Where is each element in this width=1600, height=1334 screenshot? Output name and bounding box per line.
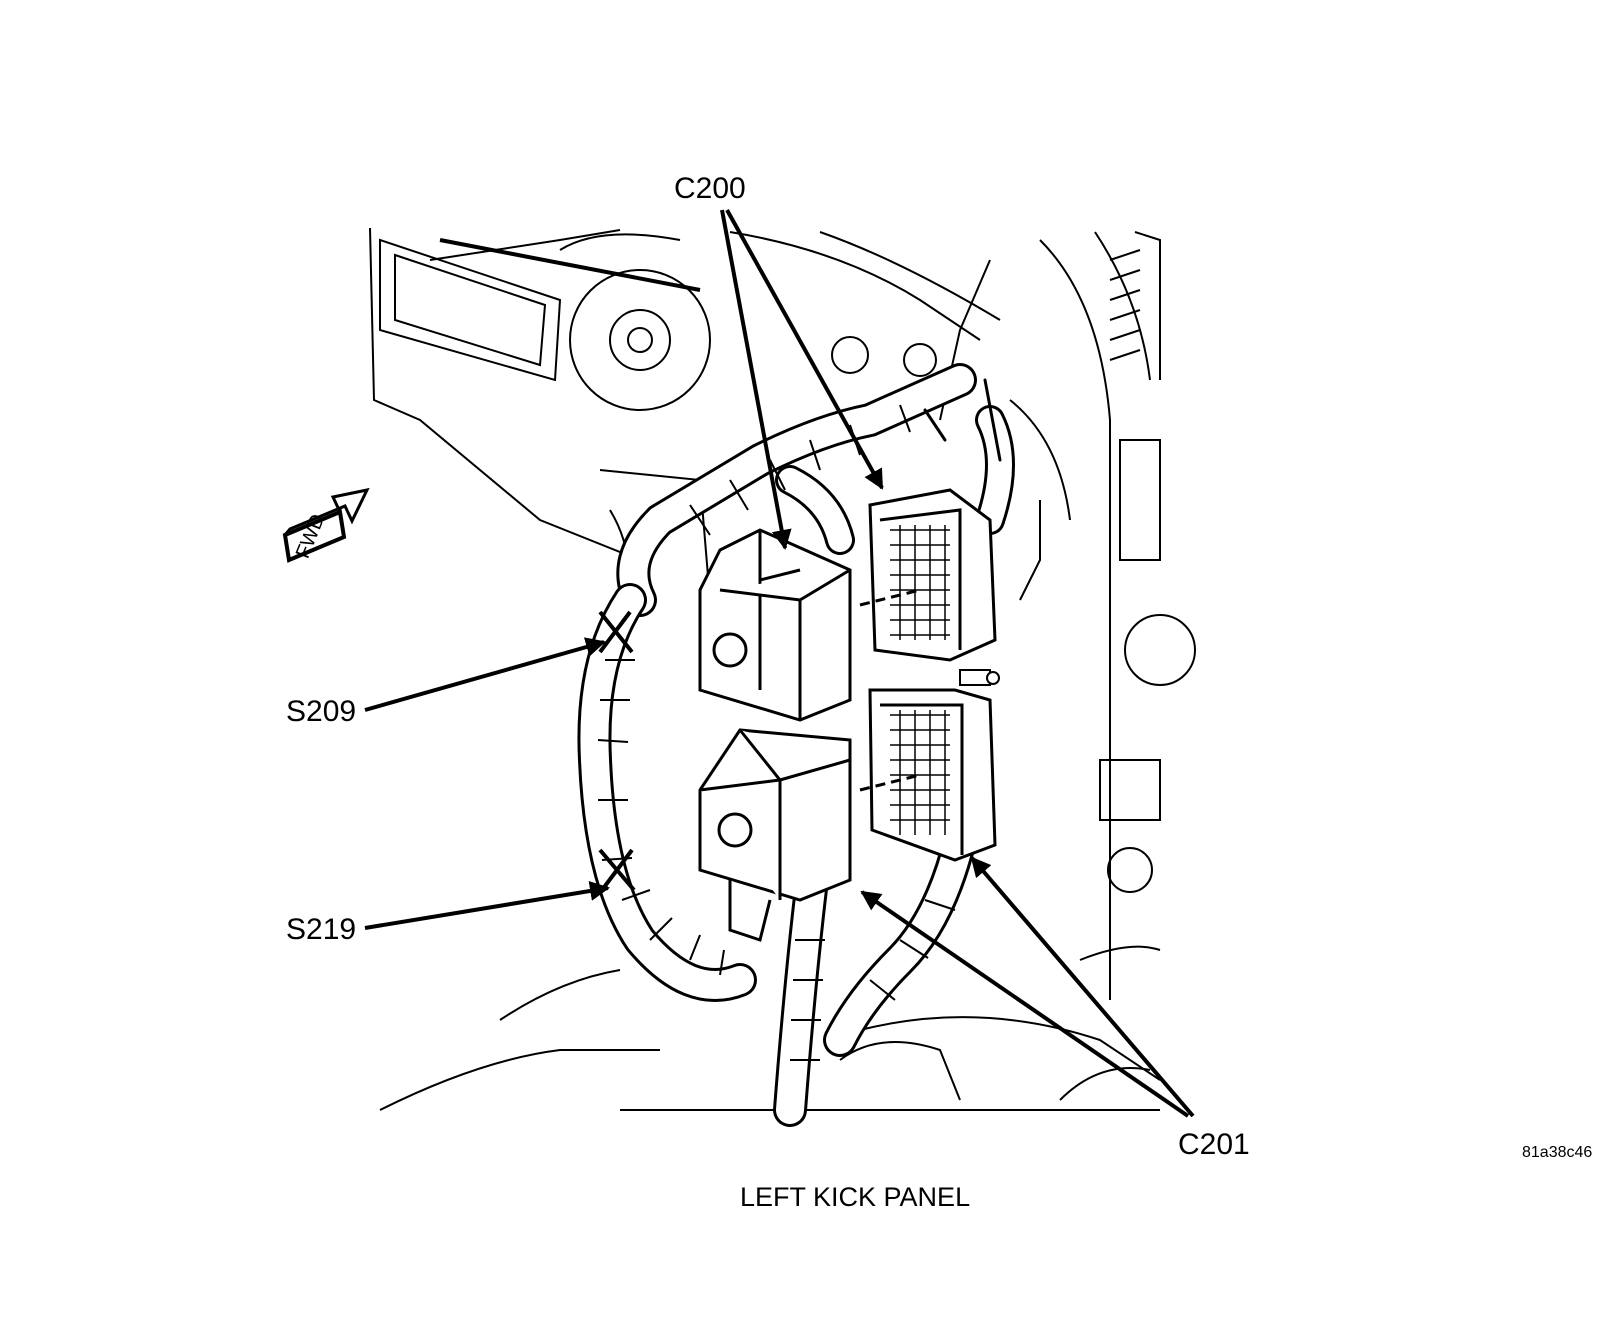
c201-leader-left [860, 890, 1190, 1118]
figure-caption: LEFT KICK PANEL [740, 1182, 971, 1212]
c201-callout-label: C201 [1178, 1128, 1250, 1161]
image-id-label: 81a38c46 [1522, 1144, 1593, 1161]
vehicle-structure [369, 227, 1196, 1111]
s209-callout-label: S209 [286, 695, 357, 728]
leader-arrows [364, 209, 1195, 1118]
c201-terminal-cavities [890, 525, 950, 835]
c200-leader-lower [725, 209, 884, 490]
fwd-arrow-icon: FWD [282, 487, 370, 563]
c200-connector-lower [698, 728, 852, 942]
c200-callout-label: C200 [674, 172, 746, 205]
s219-callout-label: S219 [286, 913, 357, 946]
mounting-stud [959, 669, 1000, 686]
c200-connector-upper [698, 528, 852, 722]
c200-leader-upper [720, 209, 792, 550]
c201-leader-right [970, 856, 1195, 1118]
mating-dash-lines [859, 588, 921, 792]
s209-leader [364, 637, 606, 712]
harness-wraps [597, 404, 956, 1061]
s219-leader [364, 881, 610, 930]
